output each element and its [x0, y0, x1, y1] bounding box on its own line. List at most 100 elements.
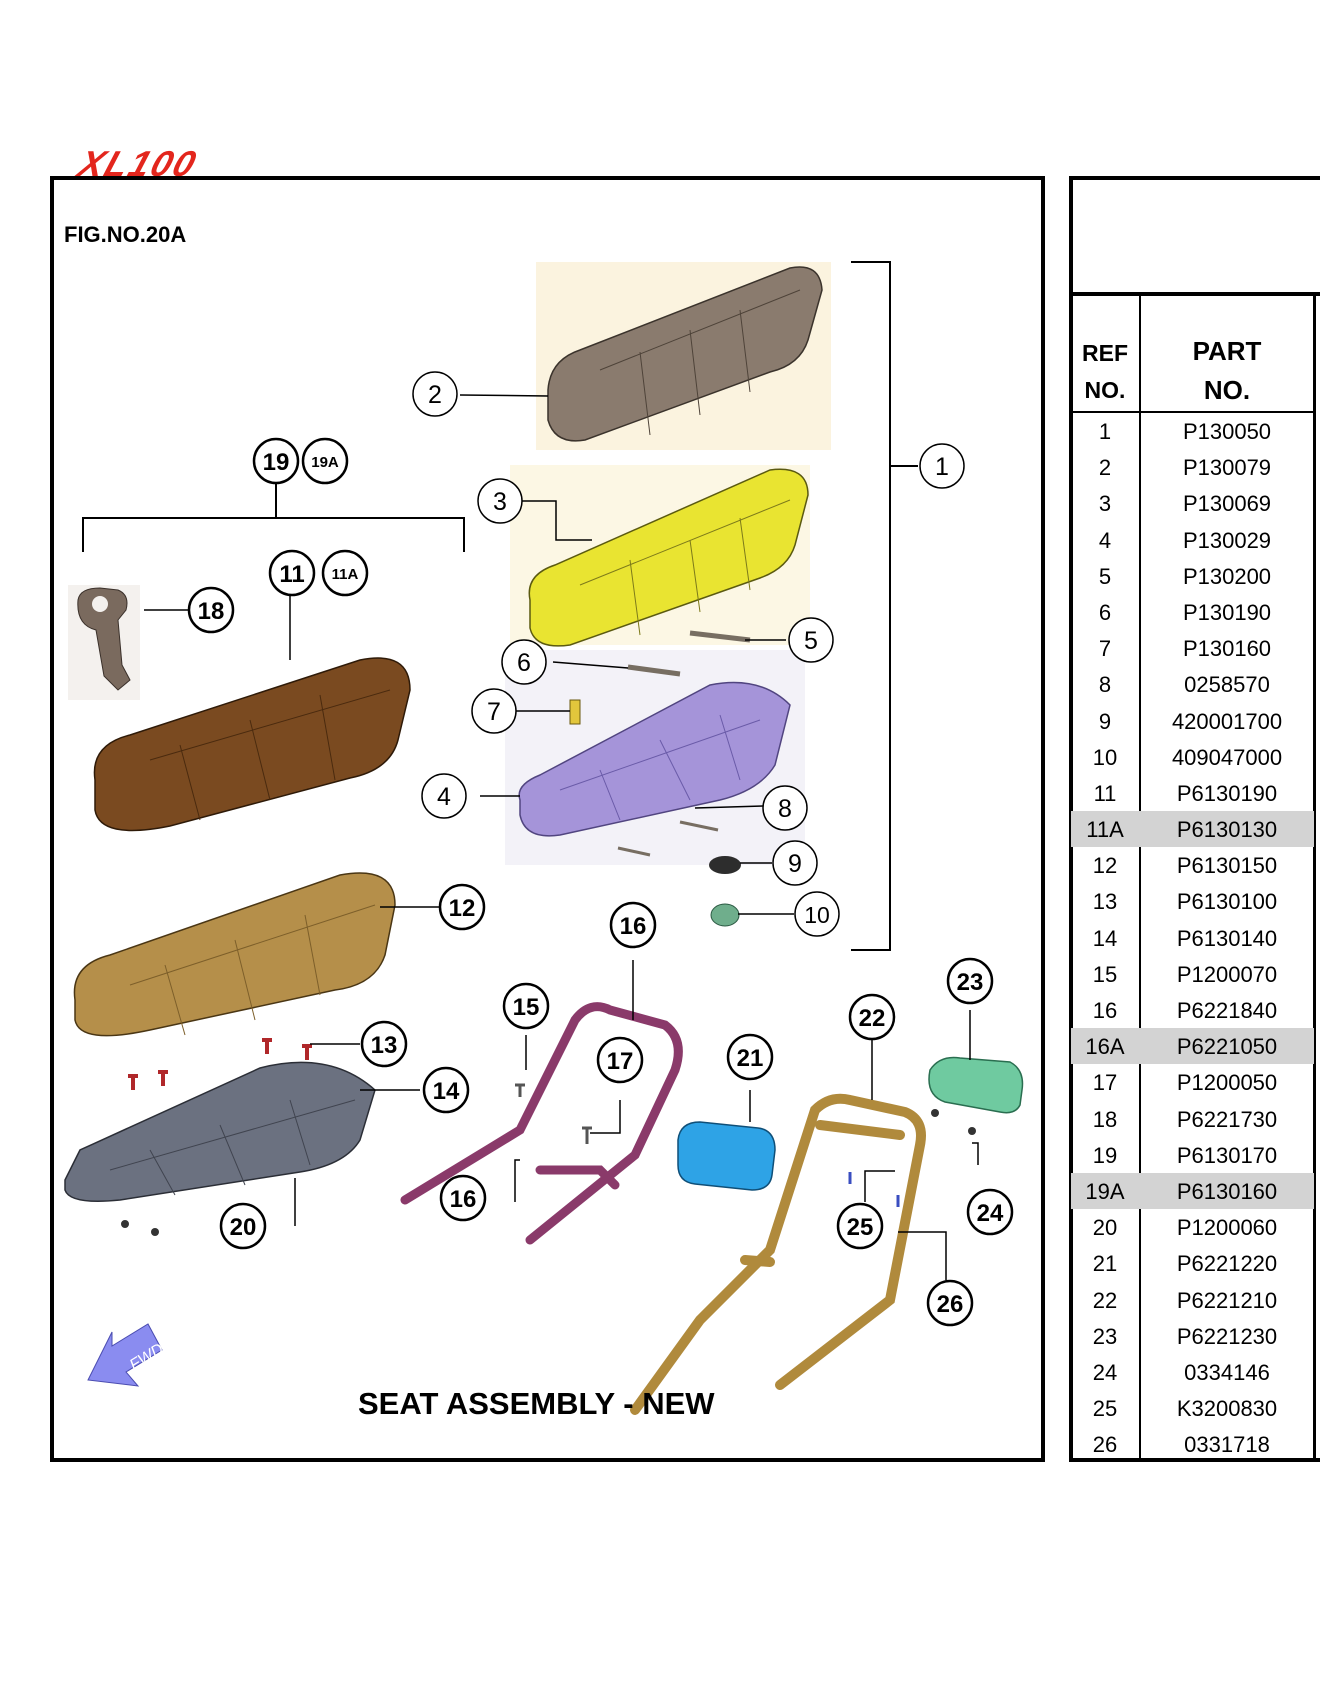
part-no-cell: P6130140 [1176, 925, 1278, 951]
seat-part-12 [73, 872, 396, 1037]
callout-24: 24 [966, 1188, 1014, 1236]
ref-no-cell: 18 [1092, 1106, 1118, 1132]
part-no-cell: P130160 [1182, 636, 1272, 662]
callout-9: 9 [772, 840, 818, 886]
ref-no-cell: 24 [1092, 1359, 1118, 1385]
svg-text:15: 15 [513, 994, 540, 1021]
callout-6: 6 [501, 639, 547, 685]
part-no-cell: P6221840 [1176, 998, 1278, 1023]
header-ref-line2: NO. [1084, 377, 1126, 403]
svg-text:23: 23 [957, 969, 984, 996]
svg-text:12: 12 [449, 895, 476, 922]
part-no-cell: P6130150 [1176, 853, 1278, 879]
backrest-frame-part-22 [630, 1093, 926, 1415]
part-no-cell: P6130190 [1176, 780, 1278, 806]
figure-title: SEAT ASSEMBLY - NEW [358, 1386, 715, 1421]
svg-text:18: 18 [198, 598, 225, 625]
callout-16-bottom: 16 [439, 1174, 487, 1222]
ref-no-cell: 23 [1092, 1323, 1118, 1349]
part-no-cell: P130069 [1182, 491, 1272, 517]
part-no-cell: P130200 [1182, 563, 1272, 589]
callouts: 1 2 3 4 5 6 7 8 9 10 11 11A 12 13 14 15 … [187, 371, 1014, 1327]
table-row: 18 P6221730 [1071, 1101, 1314, 1137]
forward-arrow-icon: FWD [87, 1323, 167, 1387]
part-no-cell: P6221730 [1176, 1106, 1278, 1132]
callout-10: 10 [794, 891, 840, 937]
callout-19A: 19A [301, 437, 349, 485]
part-no-cell: P6221210 [1176, 1287, 1278, 1313]
part-no-cell: 409047000 [1171, 744, 1283, 770]
part-no-cell: P6130170 [1176, 1142, 1278, 1168]
callout-2: 2 [412, 371, 458, 417]
ref-no-cell: 5 [1098, 563, 1112, 589]
callout-11A: 11A [321, 549, 369, 597]
header-ref-line1: REF [1082, 340, 1128, 366]
callout-18: 18 [187, 586, 235, 634]
callout-8: 8 [762, 785, 808, 831]
nut-part-20 [121, 1220, 129, 1228]
callout-1: 1 [919, 443, 965, 489]
nut-part-20 [151, 1228, 159, 1236]
part-no-cell: P1200070 [1176, 961, 1278, 987]
ref-no-cell: 26 [1092, 1432, 1118, 1458]
ref-no-cell: 2 [1098, 455, 1112, 481]
ref-no-cell: 14 [1092, 925, 1118, 951]
part-no-cell: P130079 [1182, 455, 1272, 481]
callout-19: 19 [252, 437, 300, 485]
svg-text:19: 19 [263, 449, 290, 476]
ref-no-cell: 21 [1092, 1251, 1118, 1277]
svg-text:2: 2 [428, 381, 442, 409]
svg-text:21: 21 [737, 1045, 764, 1072]
part-no-cell: P6130100 [1176, 889, 1278, 915]
brackets-parts-5-6-8 [617, 630, 751, 857]
assembly-bracket-19 [82, 484, 465, 552]
part-no-cell: P6221050 [1176, 1034, 1278, 1060]
ref-no-cell: 25 [1092, 1396, 1118, 1422]
svg-text:11A: 11A [332, 566, 359, 583]
part-no-cell: P1200060 [1176, 1215, 1278, 1241]
part-no-cell: 0331718 [1184, 1432, 1270, 1458]
callout-25: 25 [836, 1202, 884, 1250]
ref-no-cell: 17 [1092, 1070, 1118, 1096]
svg-text:9: 9 [788, 850, 802, 878]
callout-15: 15 [502, 982, 550, 1030]
parts-table-header-top [1069, 292, 1320, 296]
bolt-part-15 [515, 1083, 525, 1097]
callout-12: 12 [438, 883, 486, 931]
seat-cover-part-2 [536, 262, 831, 450]
ref-no-cell: 8 [1098, 672, 1112, 698]
ref-no-cell: 4 [1098, 527, 1112, 553]
table-row: 2 P130079 [1071, 449, 1314, 485]
svg-text:13: 13 [371, 1032, 398, 1059]
callout-3: 3 [477, 478, 523, 524]
callout-11: 11 [268, 549, 316, 597]
svg-text:20: 20 [230, 1214, 257, 1241]
callout-20: 20 [219, 1202, 267, 1250]
ref-no-cell: 6 [1098, 599, 1112, 625]
assembly-bracket-1 [851, 261, 918, 951]
svg-text:16: 16 [450, 1186, 477, 1213]
callout-7: 7 [471, 688, 517, 734]
figure-frame [50, 176, 1045, 1462]
svg-text:7: 7 [487, 698, 501, 726]
part-no-cell: P6130130 [1176, 817, 1278, 843]
parts-table-column-divider [1139, 294, 1141, 1460]
part-no-cell: 420001700 [1171, 708, 1283, 734]
